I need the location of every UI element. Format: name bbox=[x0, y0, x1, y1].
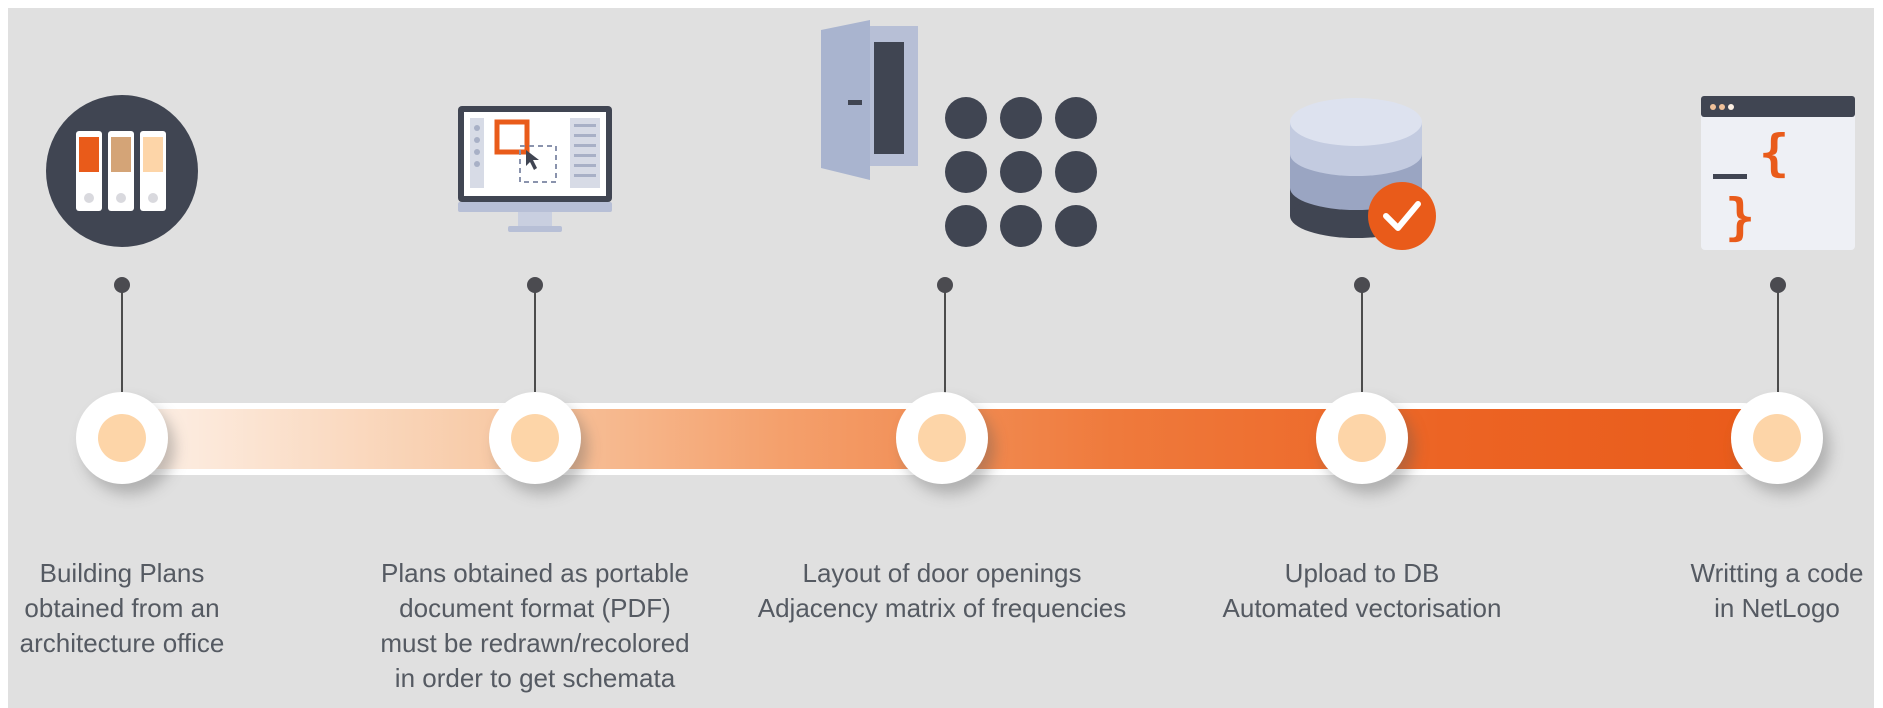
step-5-node bbox=[1731, 392, 1823, 484]
door-matrix-icon bbox=[821, 20, 1097, 247]
step-5-stem-dot bbox=[1770, 277, 1786, 293]
step-2-node bbox=[489, 392, 581, 484]
step-1-label-line: Building Plans bbox=[39, 558, 205, 588]
binders-icon bbox=[46, 95, 198, 247]
step-3-stem-dot bbox=[937, 277, 953, 293]
step-5-label-line: in NetLogo bbox=[1714, 593, 1840, 623]
step-2-label-line: document format (PDF) bbox=[399, 593, 671, 623]
step-5-label-line: Writting a code bbox=[1690, 558, 1864, 588]
step-1-label-line: obtained from an bbox=[24, 593, 220, 623]
step-4-label-line: Upload to DB bbox=[1284, 558, 1440, 588]
step-1-stem-dot bbox=[114, 277, 130, 293]
step-2-node-center bbox=[511, 414, 559, 462]
step-4-label-line: Automated vectorisation bbox=[1222, 593, 1502, 623]
step-3-label-line: Layout of door openings bbox=[802, 558, 1082, 588]
step-2-label-line: Plans obtained as portable bbox=[381, 558, 689, 588]
step-1-node-center bbox=[98, 414, 146, 462]
database-check-icon bbox=[1290, 98, 1436, 250]
step-3-node bbox=[896, 392, 988, 484]
svg-text:}: } bbox=[1725, 188, 1755, 246]
step-2-label-line: must be redrawn/recolored bbox=[380, 628, 690, 658]
step-2-label: Plans obtained as portable document form… bbox=[335, 556, 735, 696]
step-3-label-line: Adjacency matrix of frequencies bbox=[757, 593, 1127, 623]
step-1-node bbox=[76, 392, 168, 484]
step-5-label: Writting a code in NetLogo bbox=[1577, 556, 1883, 626]
step-4-stem-dot bbox=[1354, 277, 1370, 293]
step-5-stem bbox=[1777, 284, 1779, 394]
step-2-label-line: in order to get schemata bbox=[394, 663, 676, 693]
step-3-stem bbox=[944, 284, 946, 394]
step-4-label: Upload to DB Automated vectorisation bbox=[1162, 556, 1562, 626]
step-4-stem bbox=[1361, 284, 1363, 394]
code-window-icon: { } bbox=[1701, 96, 1855, 250]
monitor-icon bbox=[458, 106, 612, 232]
step-2-stem bbox=[534, 284, 536, 394]
svg-text:{: { bbox=[1759, 124, 1789, 182]
step-5-node-center bbox=[1753, 414, 1801, 462]
step-3-node-center bbox=[918, 414, 966, 462]
step-1-label: Building Plans obtained from an architec… bbox=[0, 556, 322, 661]
diagram-background bbox=[8, 8, 1874, 708]
step-1-stem bbox=[121, 284, 123, 394]
step-1-label-line: architecture office bbox=[19, 628, 225, 658]
step-4-node-center bbox=[1338, 414, 1386, 462]
step-4-node bbox=[1316, 392, 1408, 484]
step-2-stem-dot bbox=[527, 277, 543, 293]
step-3-label: Layout of door openings Adjacency matrix… bbox=[742, 556, 1142, 626]
